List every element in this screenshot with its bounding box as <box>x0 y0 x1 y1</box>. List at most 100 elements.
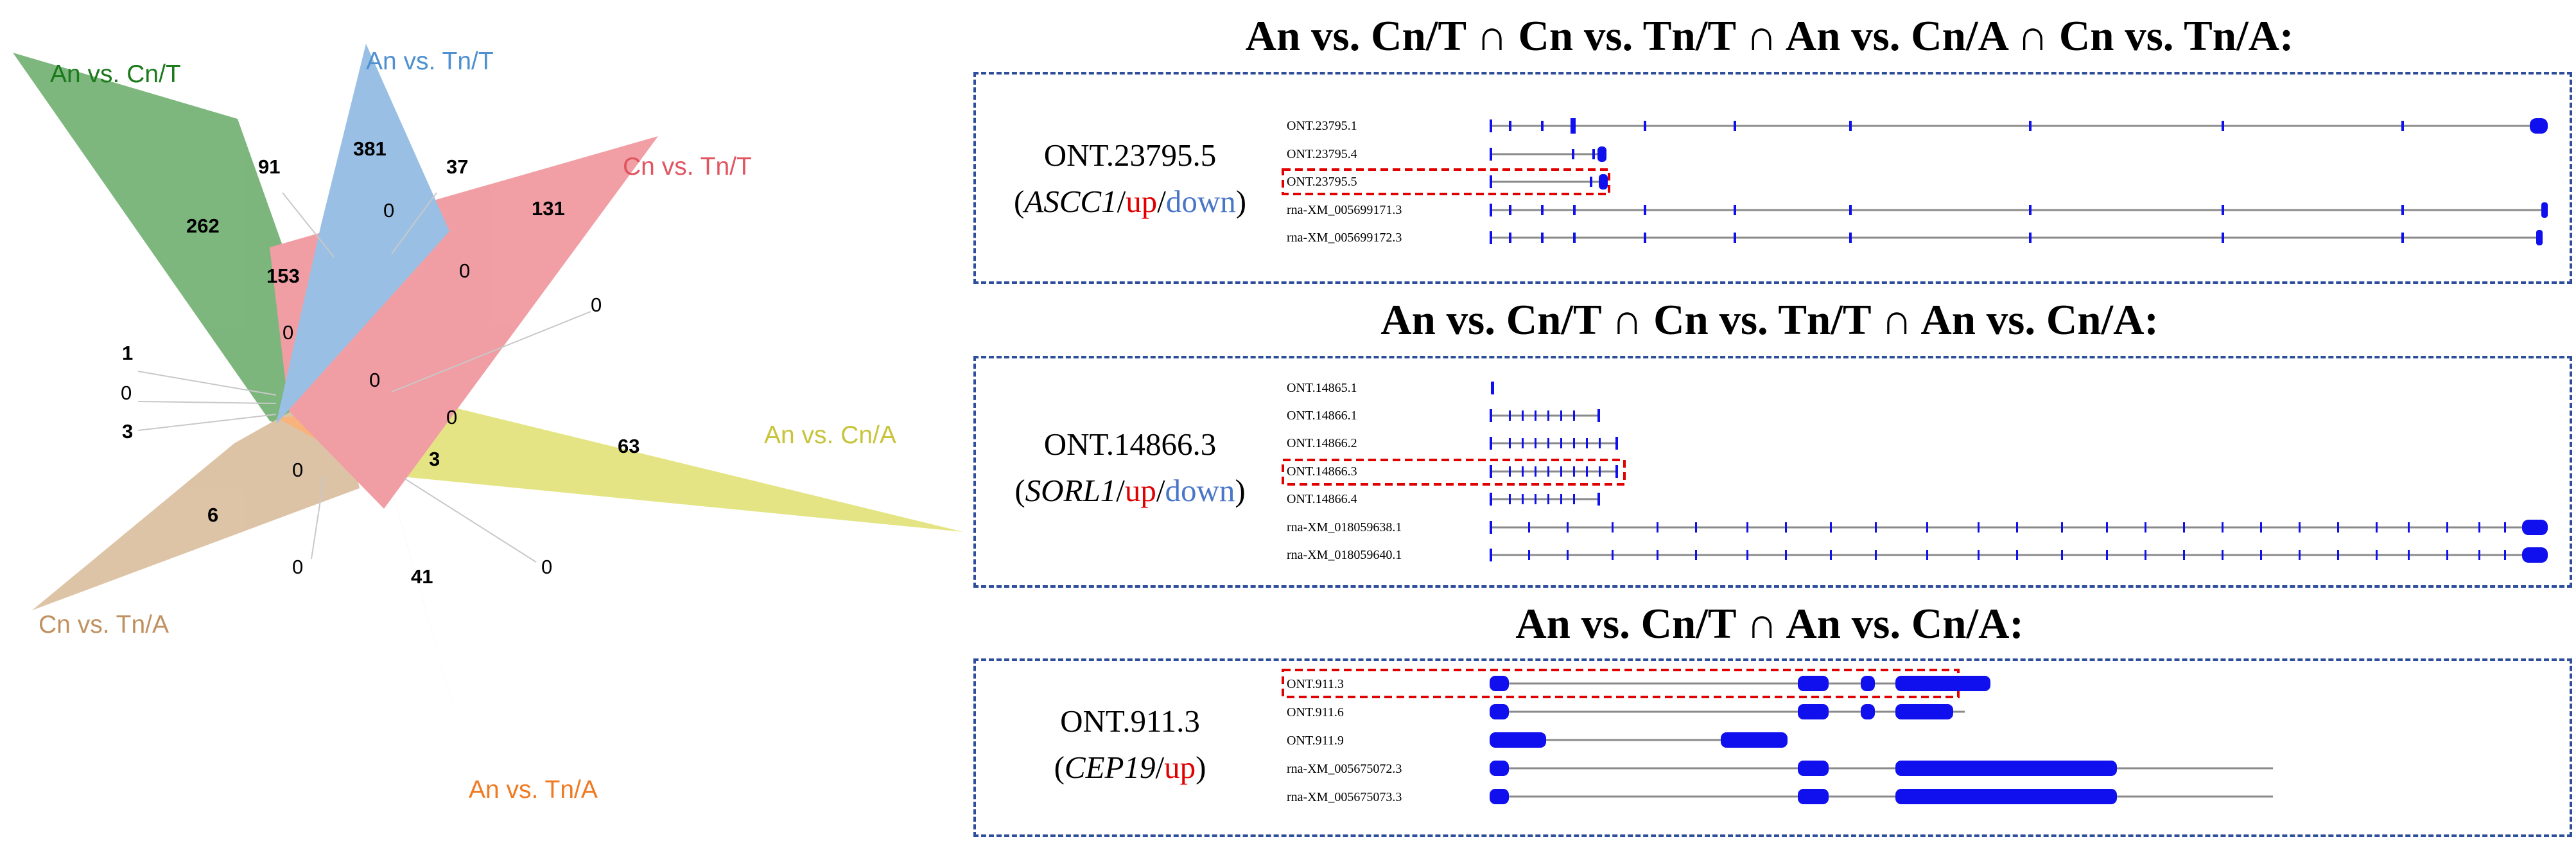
venn-svg: An vs. Cn/T An vs. Tn/T Cn vs. Tn/T An v… <box>13 44 963 806</box>
count-0-f: 0 <box>121 382 132 404</box>
track-row: ONT.911.9 <box>1287 732 1788 748</box>
separator: / <box>1117 184 1126 219</box>
track-row: ONT.23795.4 <box>1287 146 1606 162</box>
set-label-cn-tn-a: Cn vs. Tn/A <box>39 611 169 639</box>
separator: / <box>1157 184 1166 219</box>
track-label: rna-XM_005675072.3 <box>1287 762 1402 776</box>
track-label: rna-XM_005675073.3 <box>1287 790 1402 804</box>
count-0-b: 0 <box>459 260 470 282</box>
gene-caption: ONT.23795.5 (ASCC1/up/down) <box>989 132 1271 225</box>
panel-cep19: An vs. Cn/T ∩ An vs. Cn/A: ONT.911.3 (CE… <box>963 594 2576 846</box>
transcript-tracks: ONT.14865.1 ONT.14866.1 ONT.14866.2 ONT.… <box>1282 381 2548 563</box>
count-262: 262 <box>186 215 220 237</box>
panel-title: An vs. Cn/T ∩ An vs. Cn/A: <box>1515 600 2024 648</box>
count-0-h: 0 <box>292 459 303 481</box>
track-label: ONT.911.3 <box>1287 677 1344 691</box>
set-label-an-cn-a: An vs. Cn/A <box>764 421 896 449</box>
track-label: rna-XM_018059638.1 <box>1287 520 1402 534</box>
count-0-d: 0 <box>283 321 293 344</box>
direction-up: up <box>1124 473 1156 508</box>
gene-direction-line: (CEP19/up) <box>1054 750 1206 785</box>
count-3-center: 3 <box>429 448 440 470</box>
direction-up: up <box>1126 184 1158 219</box>
track-row: ONT.14866.4 <box>1287 492 1600 506</box>
panel-box: ONT.911.3 (CEP19/up) ONT.911.3 ONT.911.6… <box>973 658 2572 837</box>
gene-name: CEP19 <box>1064 750 1156 785</box>
count-0-i: 0 <box>292 556 303 578</box>
gene-direction-line: (SORL1/up/down) <box>1014 473 1246 508</box>
gene-caption: ONT.14866.3 (SORL1/up/down) <box>989 421 1271 514</box>
count-0-j: 0 <box>541 556 552 578</box>
track-label: rna-XM_018059640.1 <box>1287 548 1402 562</box>
separator: / <box>1155 750 1165 785</box>
count-381: 381 <box>353 137 387 160</box>
panel-title: An vs. Cn/T ∩ Cn vs. Tn/T ∩ An vs. Cn/A … <box>1245 12 2294 60</box>
highlight-box <box>1282 459 1626 486</box>
track-label: ONT.23795.4 <box>1287 147 1357 161</box>
count-0-a: 0 <box>383 199 394 222</box>
count-6: 6 <box>207 504 218 526</box>
set-label-an-tn-a: An vs. Tn/A <box>469 776 598 804</box>
count-41: 41 <box>411 565 433 588</box>
panel-box: ONT.23795.5 (ASCC1/up/down) ONT.23795.1 … <box>973 72 2572 284</box>
direction-up: up <box>1164 750 1196 785</box>
track-label: rna-XM_005699172.3 <box>1287 231 1402 245</box>
count-3-left: 3 <box>122 420 133 443</box>
track-label: ONT.14866.4 <box>1287 492 1357 506</box>
track-row: rna-XM_005699172.3 <box>1287 230 2543 245</box>
count-91: 91 <box>258 155 280 178</box>
venn-diagram: An vs. Cn/T An vs. Tn/T Cn vs. Tn/T An v… <box>0 0 989 846</box>
track-label: ONT.14866.1 <box>1287 409 1357 423</box>
venn-leader-lines <box>137 192 591 563</box>
gene-name: ASCC1 <box>1024 184 1117 219</box>
set-petal-an-cn-t <box>13 53 360 463</box>
track-row: rna-XM_005675072.3 <box>1287 761 2273 776</box>
track-row: ONT.23795.1 <box>1287 118 2548 134</box>
set-petal-an-cn-a <box>321 400 963 532</box>
track-row: ONT.14865.1 <box>1287 381 1494 395</box>
transcript-id: ONT.911.3 <box>1060 703 1200 739</box>
direction-down: down <box>1165 473 1235 508</box>
count-0-c: 0 <box>591 294 602 316</box>
track-label: ONT.14866.2 <box>1287 436 1357 450</box>
track-row: rna-XM_018059640.1 <box>1287 547 2548 563</box>
track-label: ONT.23795.5 <box>1287 175 1357 189</box>
track-label: ONT.14865.1 <box>1287 381 1357 395</box>
direction-down: down <box>1165 184 1236 219</box>
panel-box: ONT.14866.3 (SORL1/up/down) ONT.14865.1 … <box>973 356 2572 588</box>
track-row: ONT.23795.5 <box>1287 174 1608 189</box>
track-label: rna-XM_005699171.3 <box>1287 203 1402 217</box>
count-63: 63 <box>618 435 640 457</box>
track-row: rna-XM_018059638.1 <box>1287 520 2548 535</box>
track-row: ONT.14866.1 <box>1287 409 1600 423</box>
count-37: 37 <box>446 155 468 178</box>
panel-title: An vs. Cn/T ∩ Cn vs. Tn/T ∩ An vs. Cn/A: <box>1380 296 2159 344</box>
count-0-g: 0 <box>446 406 457 428</box>
gene-caption: ONT.911.3 (CEP19/up) <box>989 698 1271 791</box>
highlight-box <box>1282 168 1610 195</box>
track-row: ONT.14866.2 <box>1287 436 1618 450</box>
track-label: ONT.911.6 <box>1287 705 1344 719</box>
track-label: ONT.14866.3 <box>1287 464 1357 479</box>
count-1: 1 <box>122 342 133 364</box>
separator: / <box>1156 473 1165 508</box>
panel-sorl1: An vs. Cn/T ∩ Cn vs. Tn/T ∩ An vs. Cn/A:… <box>963 289 2576 594</box>
track-row: rna-XM_005699171.3 <box>1287 202 2548 218</box>
panel-ascc1: An vs. Cn/T ∩ Cn vs. Tn/T ∩ An vs. Cn/A … <box>963 0 2576 289</box>
transcript-tracks: ONT.911.3 ONT.911.6 ONT.911.9 rna-XM_005… <box>1282 669 2273 804</box>
count-0-e: 0 <box>369 369 380 391</box>
transcript-id: ONT.14866.3 <box>1043 427 1217 462</box>
set-petal-cn-tn-a <box>32 385 360 610</box>
transcript-id: ONT.23795.5 <box>1043 137 1217 173</box>
separator: / <box>1116 473 1125 508</box>
gene-direction-line: (ASCC1/up/down) <box>1013 184 1247 219</box>
track-row: ONT.911.3 <box>1287 676 1990 691</box>
count-131: 131 <box>532 197 565 220</box>
track-row: ONT.14866.3 <box>1287 464 1618 479</box>
set-label-cn-tn-t: Cn vs. Tn/T <box>623 153 752 181</box>
set-label-an-tn-t: An vs. Tn/T <box>366 48 494 75</box>
count-153: 153 <box>266 265 300 287</box>
track-label: ONT.911.9 <box>1287 734 1344 748</box>
track-label: ONT.23795.1 <box>1287 119 1357 133</box>
track-row: ONT.911.6 <box>1287 704 1965 719</box>
